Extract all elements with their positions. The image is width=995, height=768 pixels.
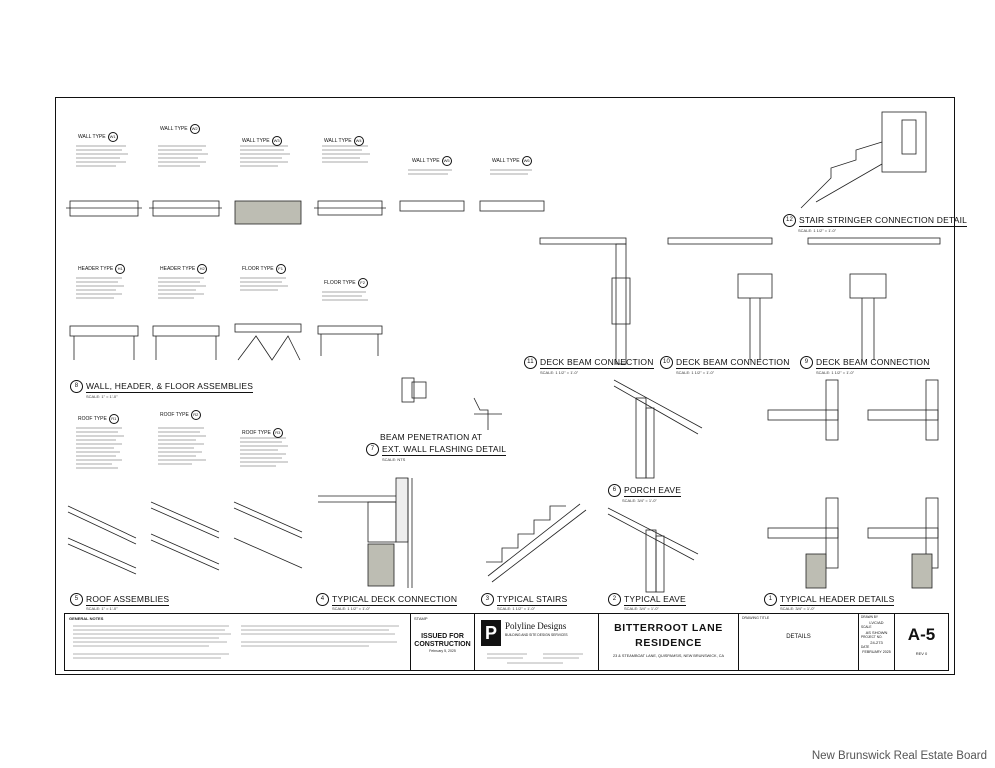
notes-text-lines	[73, 625, 399, 658]
date-value: FEBRUARY 2025	[862, 650, 891, 654]
issued-line-2: CONSTRUCTION	[414, 641, 471, 648]
project-no: 24-273	[870, 640, 883, 645]
firm-logo-icon: P	[481, 620, 501, 646]
issued-for-construction: ISSUED FOR CONSTRUCTION	[411, 633, 474, 649]
project-address: 23 & STEAMBOAT LANE, QUISPAMSIS, NEW BRU…	[613, 654, 724, 658]
revision: REV 0	[915, 651, 928, 656]
detail-scale: SCALE: 1 1/2" = 1'-0"	[540, 370, 579, 375]
detail-scale: SCALE: 1 1/2" = 1'-0"	[676, 370, 715, 375]
detail-scale: SCALE: 3/4" = 1'-0"	[624, 606, 659, 611]
stamp-box: STAMP ISSUED FOR CONSTRUCTION February 5…	[411, 614, 475, 670]
notes-heading: GENERAL NOTES	[69, 616, 104, 621]
general-notes: GENERAL NOTES	[65, 614, 411, 670]
drawing-info-block: DRAWN BY LVC/AD SCALE AS SHOWN PROJECT N…	[859, 614, 895, 670]
sheet-number: A-5	[907, 625, 936, 644]
drawing-title-label: DRAWING TITLE	[742, 616, 770, 620]
detail-scale: SCALE: 3/4" = 1'-0"	[622, 498, 657, 503]
issued-date: February 5, 2025	[429, 649, 456, 653]
detail-scale: SCALE: 3/4" = 1'-0"	[780, 606, 815, 611]
detail-scale: SCALE: 1 1/2" = 1'-0"	[816, 370, 855, 375]
project-no-label: PROJECT NO.	[861, 635, 883, 639]
stamp-label: STAMP	[414, 616, 428, 621]
detail-linework	[66, 111, 941, 593]
firm-block: P Polyline Designs BUILDING AND SITE DES…	[475, 614, 599, 670]
detail-scale: SCALE: NTS	[382, 457, 406, 462]
detail-scale: SCALE: 1" = 1'-0"	[86, 606, 118, 611]
sheet-number-block: A-5 REV 0	[895, 614, 948, 670]
detail-scale: SCALE: 1 1/2" = 1'-0"	[497, 606, 536, 611]
project-block: BITTERROOT LANE RESIDENCE 23 & STEAMBOAT…	[599, 614, 739, 670]
firm-contact-lines	[487, 653, 583, 664]
firm-name: Polyline Designs	[505, 621, 567, 631]
watermark-text: New Brunswick Real Estate Board	[811, 750, 987, 762]
detail-title-beam-penetration-1: BEAM PENETRATION AT	[380, 432, 483, 442]
scale-label: SCALE	[861, 625, 872, 629]
drawing-title-block: DRAWING TITLE DETAILS	[739, 614, 859, 670]
date-label: DATE	[861, 645, 870, 649]
detail-scale: SCALE: 1" = 1'-0"	[86, 394, 118, 399]
wall-type-sections	[66, 200, 545, 225]
scale-value: AS SHOWN	[865, 630, 888, 635]
drawn-by: LVC/AD	[869, 620, 884, 625]
firm-tagline: BUILDING AND SITE DESIGN SERVICES	[505, 633, 568, 637]
title-block: GENERAL NOTES STAMP ISSUED FOR CONSTRUCT…	[64, 613, 949, 671]
issued-line-1: ISSUED FOR	[421, 633, 464, 640]
drawn-by-label: DRAWN BY	[861, 615, 879, 619]
project-name-1: BITTERROOT LANE	[614, 622, 723, 634]
project-name-2: RESIDENCE	[635, 637, 702, 649]
detail-scale: SCALE: 1 1/2" = 1'-0"	[798, 228, 837, 233]
drawing-title: DETAILS	[786, 634, 811, 640]
detail-scale: SCALE: 1 1/2" = 1'-0"	[332, 606, 371, 611]
